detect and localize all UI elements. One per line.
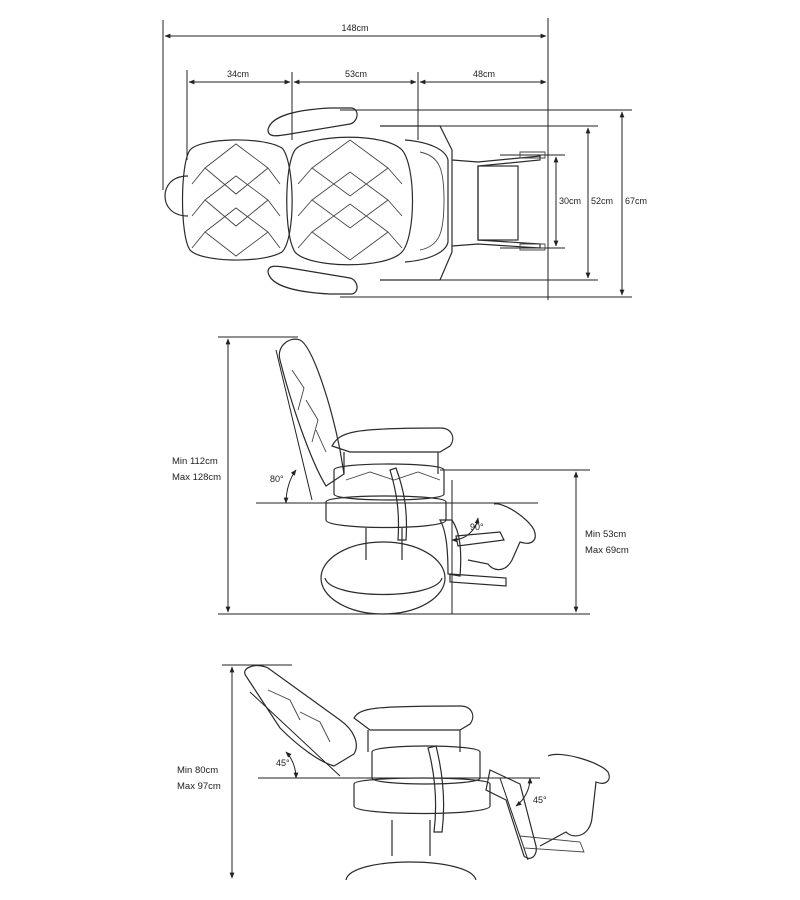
- footrest-length-label: 48cm: [473, 69, 495, 79]
- upright-foot-angle-label: 90°: [470, 522, 484, 532]
- headrest-length-dimension: 34cm: [188, 69, 291, 85]
- headrest-length-label: 34cm: [227, 69, 249, 79]
- reclined-height-min-label: Min 80cm: [177, 765, 218, 776]
- footrest-length-dimension: 48cm: [419, 69, 547, 85]
- upright-seat-height-min-label: Min 53cm: [585, 529, 626, 540]
- reclined-foot-angle-label: 45°: [533, 795, 547, 805]
- upright-height-min-label: Min 112cm: [172, 456, 218, 467]
- seat-length-label: 53cm: [345, 69, 367, 79]
- seat-width-label: 52cm: [591, 196, 613, 206]
- total-width-dimension: 67cm: [619, 111, 647, 296]
- chair-upright-drawing: [278, 338, 536, 615]
- footrest-width-label: 30cm: [559, 196, 581, 206]
- footrest-width-dimension: 30cm: [553, 156, 581, 247]
- upright-back-angle-label: 80°: [270, 474, 284, 484]
- total-length-dimension: 148cm: [164, 23, 547, 39]
- reclined-back-angle-label: 45°: [276, 758, 290, 768]
- seat-length-dimension: 53cm: [293, 69, 417, 85]
- total-width-label: 67cm: [625, 196, 647, 206]
- reclined-side-view: Min 80cm Max 97cm 45° 45°: [177, 664, 610, 881]
- chair-reclined-drawing: [244, 664, 610, 881]
- seat-width-dimension: 52cm: [585, 127, 613, 279]
- upright-seat-height-max-label: Max 69cm: [585, 545, 629, 556]
- top-view: 148cm 34cm 53cm 48cm 30cm: [162, 18, 647, 300]
- upright-side-view: Min 112cm Max 128cm Min 53cm Max 69cm 80…: [172, 336, 629, 615]
- chair-top-drawing: [164, 107, 546, 295]
- upright-height-max-label: Max 128cm: [172, 472, 221, 483]
- reclined-height-max-label: Max 97cm: [177, 781, 221, 792]
- total-length-label: 148cm: [341, 23, 368, 33]
